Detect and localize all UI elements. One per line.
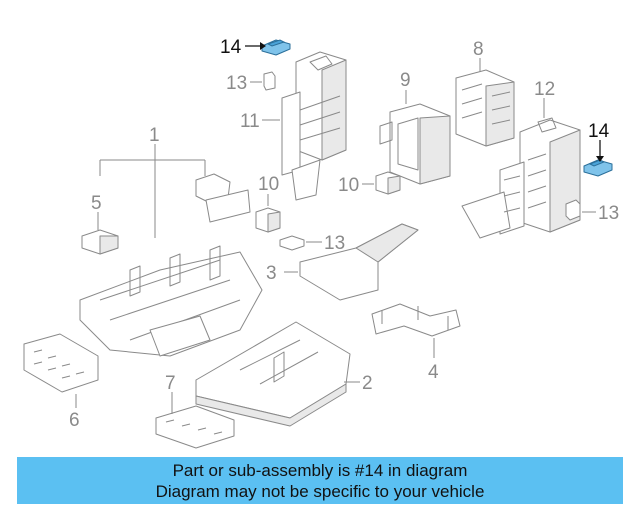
part-harness-connector [195, 173, 251, 223]
callout-11: 11 [240, 111, 260, 132]
part-13-clip-top [250, 71, 276, 91]
callout-13-right: 13 [598, 203, 619, 224]
callout-9: 9 [400, 70, 411, 91]
callout-14-right: 14 [588, 121, 610, 142]
part-11-relay-block [262, 51, 347, 201]
banner-line-1: Part or sub-assembly is #14 in diagram [172, 461, 468, 480]
part-5-connector [81, 212, 119, 255]
callout-14-top: 14 [220, 37, 242, 58]
callout-13-middle: 13 [324, 233, 345, 254]
callout-10-left: 10 [258, 174, 279, 195]
callout-6: 6 [69, 410, 80, 431]
part-3-bracket [284, 223, 419, 301]
part-12-junction-block [461, 98, 581, 239]
callout-5: 5 [91, 193, 102, 214]
callout-7: 7 [165, 373, 176, 394]
info-banner: Part or sub-assembly is #14 in diagram D… [17, 457, 623, 504]
part-10-relay-left [255, 194, 281, 233]
part-2-tray [195, 321, 360, 427]
callout-4: 4 [428, 362, 439, 383]
part-14-fuse-top[interactable] [245, 39, 291, 56]
part-13-clip-middle [279, 235, 322, 251]
part-4-mounting-bracket [371, 303, 461, 358]
callout-2: 2 [362, 373, 373, 394]
part-7-fuse-grid [155, 392, 235, 449]
callout-8: 8 [473, 39, 484, 60]
part-1-main-bracket [79, 144, 263, 357]
part-9-control-module [379, 90, 451, 185]
part-13-clip-right [565, 199, 596, 221]
callout-3: 3 [266, 263, 277, 284]
part-10-relay-right [362, 171, 401, 195]
part-6-fuse-grid [23, 333, 99, 408]
callout-12: 12 [534, 79, 555, 100]
callout-1: 1 [149, 125, 160, 146]
banner-line-2: Diagram may not be specific to your vehi… [155, 482, 485, 501]
callout-13-top: 13 [226, 73, 247, 94]
callout-10-right: 10 [338, 175, 359, 196]
part-14-fuse-right[interactable] [583, 140, 613, 177]
parts-exploded-diagram: 14 13 11 8 9 10 [23, 37, 619, 449]
part-8-fuse-box [455, 58, 515, 147]
